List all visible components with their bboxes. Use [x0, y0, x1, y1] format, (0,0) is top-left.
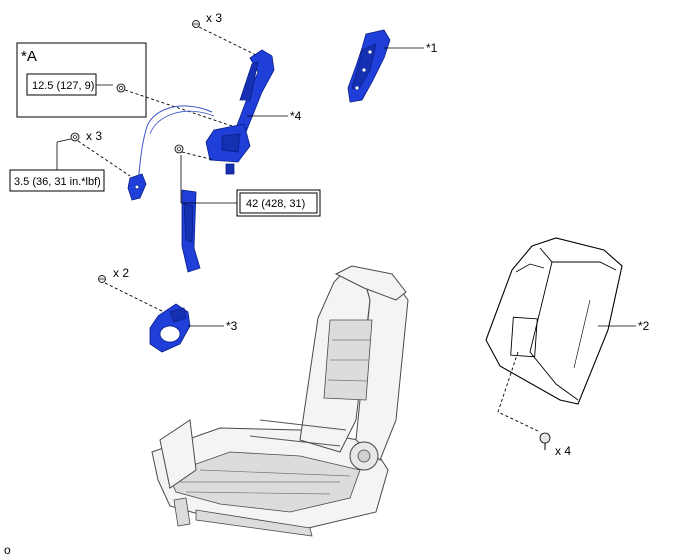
corner-mark: o — [4, 543, 11, 557]
callout-1: *1 — [426, 41, 438, 55]
bracket-bolt-quantity: x 2 — [113, 266, 129, 280]
torque-box-detail-a — [26, 73, 97, 96]
left-bolt-quantity: x 3 — [86, 129, 102, 143]
bolt-icon — [174, 144, 184, 154]
lower-bracket-part-3 — [149, 303, 191, 353]
nut-icon — [116, 83, 126, 93]
detail-a-box: *A 12.5 (127, 9) — [16, 42, 147, 118]
detail-a-label: *A — [21, 48, 37, 65]
seat-frame — [151, 265, 409, 537]
clip-quantity: x 4 — [555, 444, 571, 458]
torque-value-center: 42 (428, 31) — [246, 198, 305, 210]
torque-value-detail-a: 12.5 (127, 9) — [32, 80, 94, 92]
bolt-icon — [192, 20, 200, 28]
harness-clip — [127, 173, 147, 201]
seatback-cover-part-2 — [485, 237, 623, 405]
bolt-icon — [98, 275, 106, 283]
clip-icon — [539, 432, 551, 450]
torque-value-left: 3.5 (36, 31 in.*lbf) — [14, 176, 101, 188]
torque-box-left — [9, 169, 105, 192]
top-bolt-quantity: x 3 — [206, 11, 222, 25]
seat-belt-retractor — [181, 49, 275, 273]
bolt-icon — [70, 132, 80, 142]
callout-3: *3 — [226, 319, 238, 333]
callout-4: *4 — [290, 109, 302, 123]
upper-bracket-part-1 — [347, 29, 391, 103]
callout-2: *2 — [638, 319, 650, 333]
